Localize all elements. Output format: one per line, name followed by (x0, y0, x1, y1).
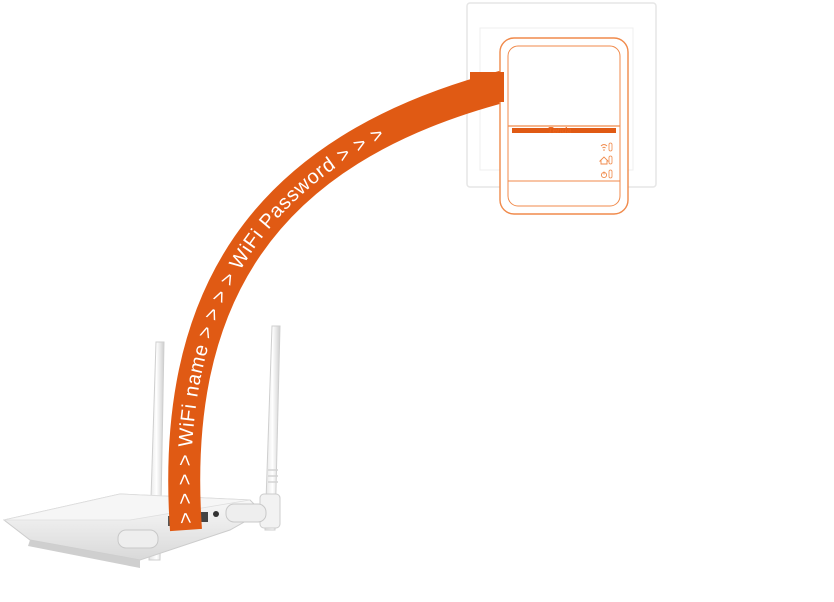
extender-brand-logo: Tenda (548, 126, 572, 135)
right-antenna (259, 325, 281, 531)
router (2, 325, 281, 568)
data-band: > > > > WiFi name > > > > WiFi Password … (174, 86, 505, 530)
power-icon (600, 169, 613, 179)
range-extender: Tenda (499, 37, 629, 215)
home-icon (598, 155, 613, 165)
wifi-icon (600, 142, 613, 152)
band-entry (470, 72, 504, 102)
